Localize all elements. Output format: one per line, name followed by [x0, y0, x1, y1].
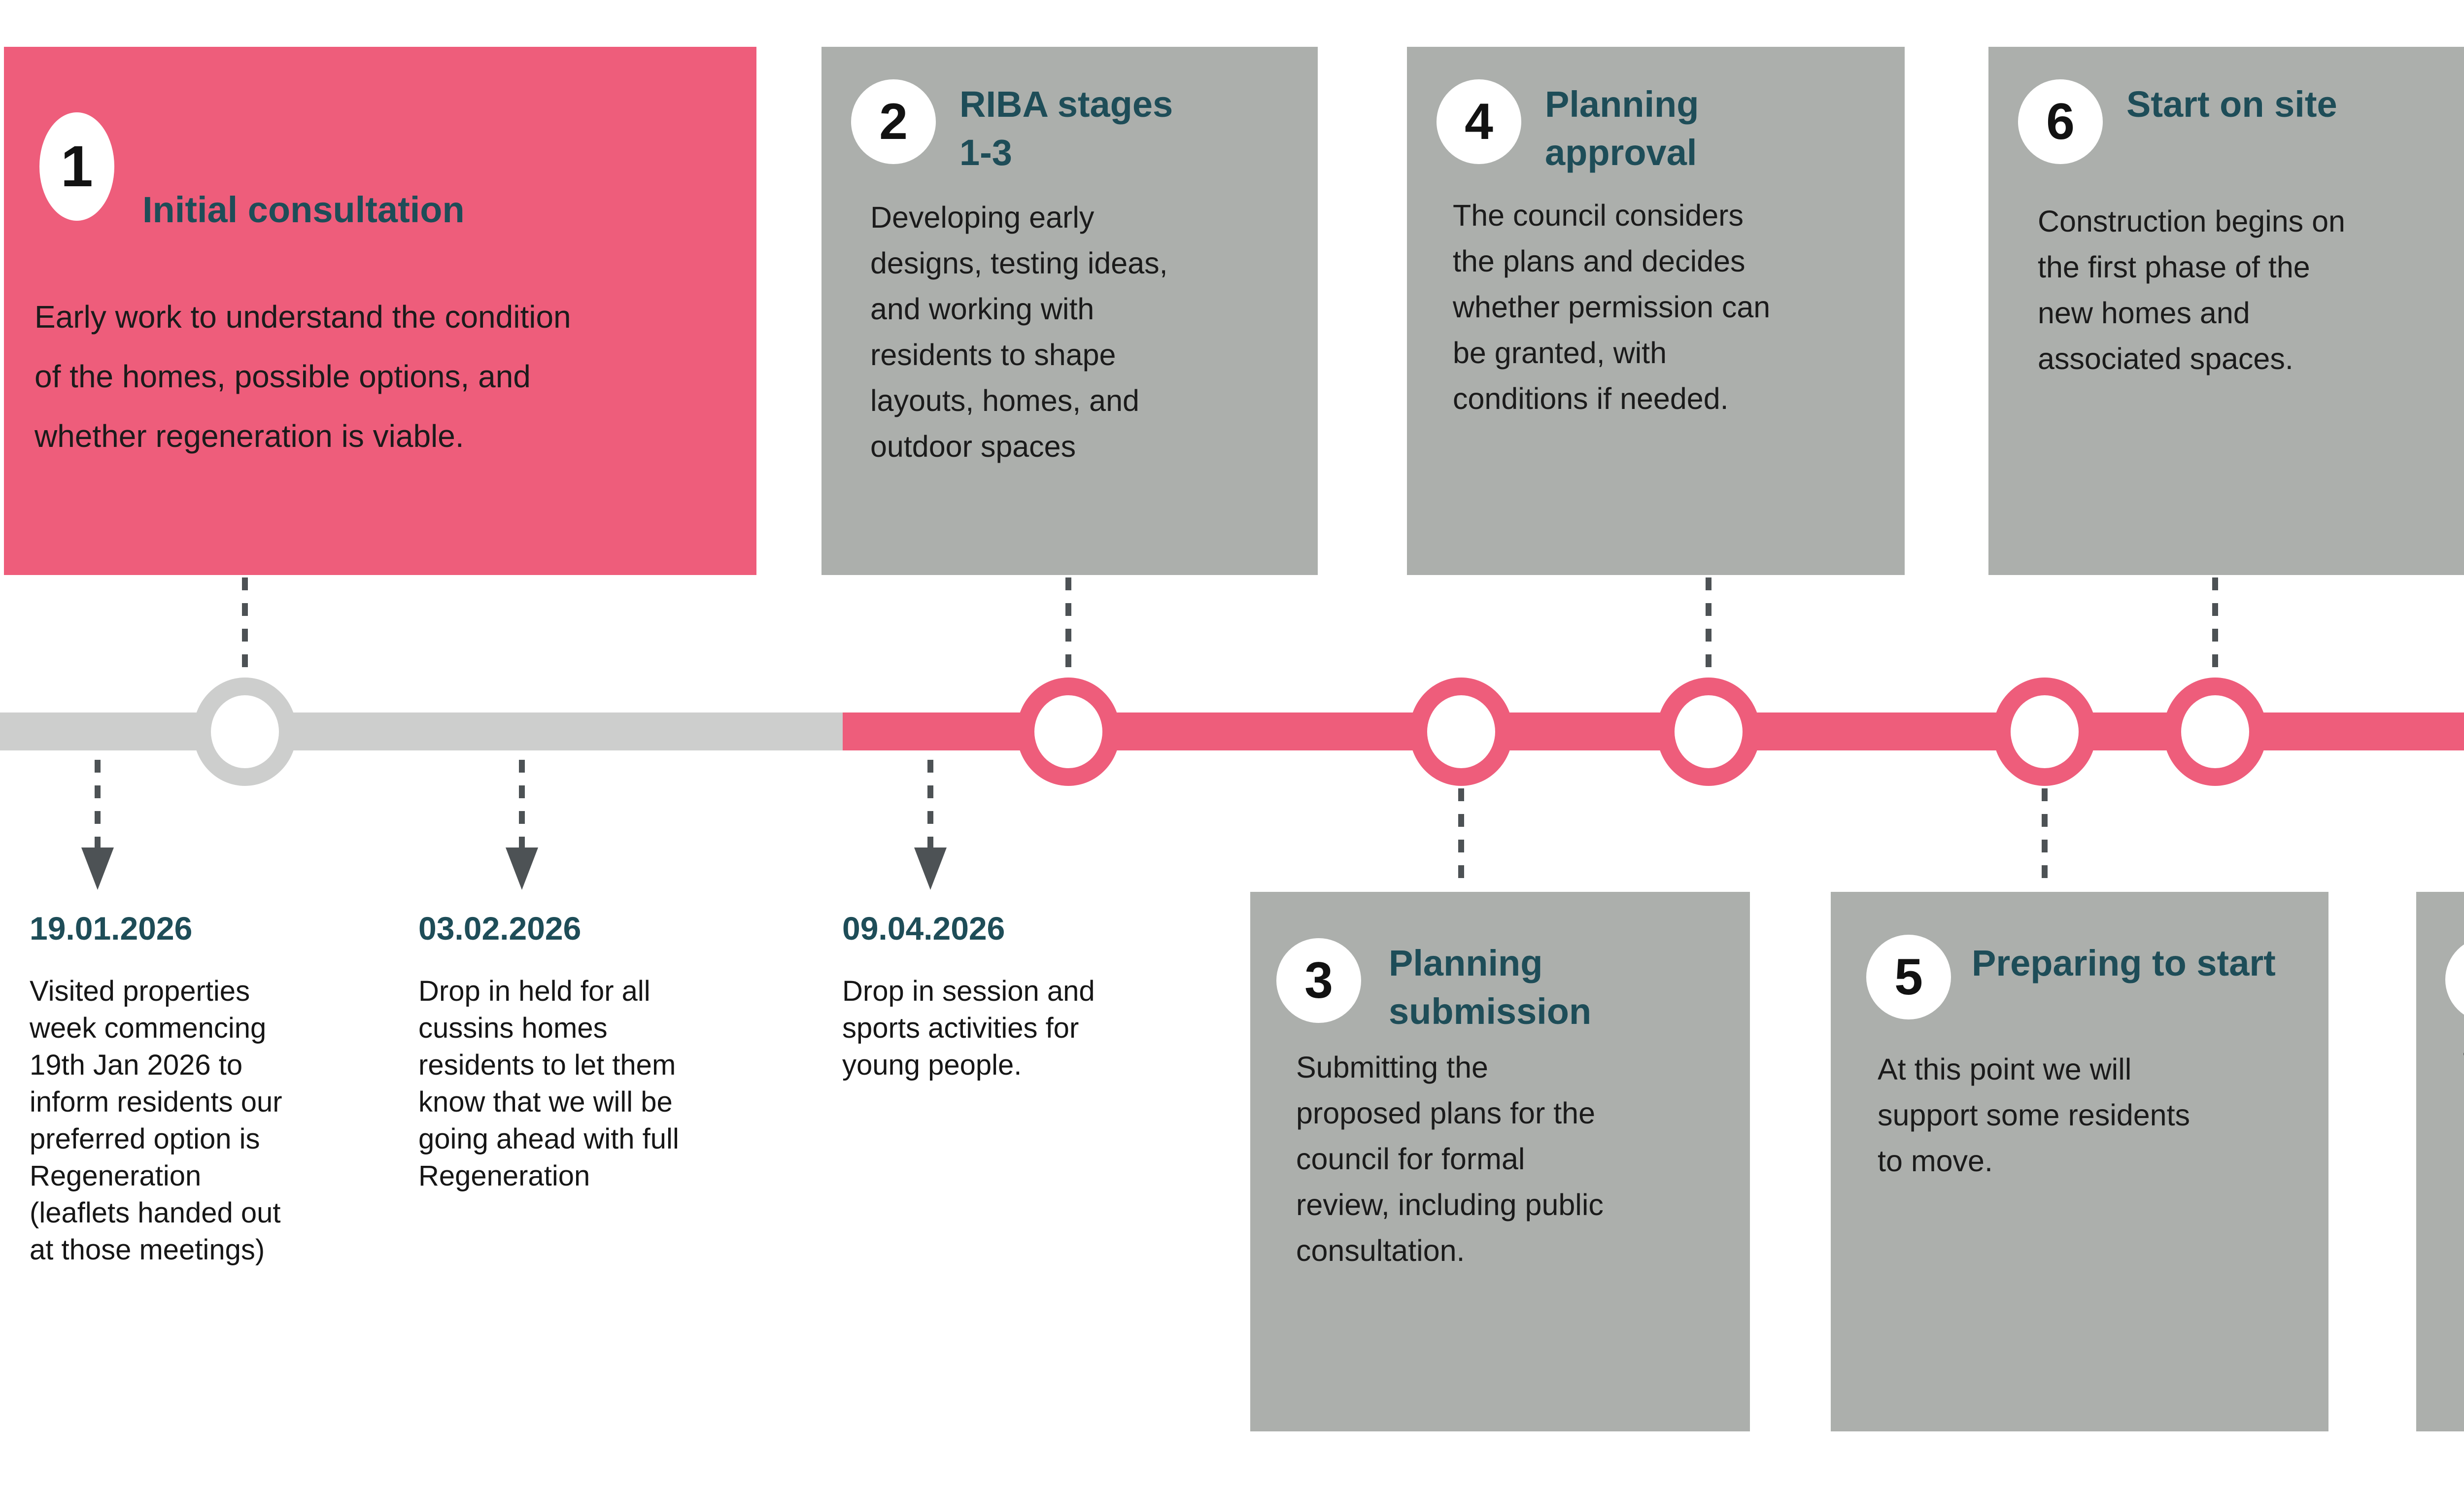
connector-node3-box3: [1458, 788, 1464, 889]
stage-number-badge-5: 5: [1866, 935, 1951, 1019]
stage-number-2: 2: [879, 93, 908, 150]
stage-box-4: 4 Planning approval The council consider…: [1407, 47, 1905, 575]
date-arrow-line-3: [927, 760, 933, 848]
timeline-bar-gray: [0, 712, 843, 750]
stage-box-1: 1 Initial consultation Early work to und…: [4, 47, 756, 575]
stage-title-6: Start on site: [2126, 84, 2337, 125]
date-arrow-head-2: [506, 848, 538, 890]
stage-box-7: 7 Practical completion The first phase o…: [2416, 892, 2464, 1431]
stage-title-5: Preparing to start: [1972, 943, 2276, 983]
stage-title-2: RIBA stages 1-3: [959, 84, 1173, 173]
connector-box2-node2: [1065, 577, 1071, 676]
stage-box-2: 2 RIBA stages 1-3 Developing early desig…: [821, 47, 1318, 575]
stage-number-6: 6: [2046, 93, 2075, 150]
stage-number-badge-2: 2: [851, 79, 936, 164]
timeline-node-2: [1017, 678, 1120, 786]
stage-number-3: 3: [1304, 951, 1333, 1009]
stage-number-badge-6: 6: [2018, 79, 2103, 164]
date-body-1: Visited properties week commencing 19th …: [30, 975, 282, 1266]
stage-number-badge-7: 7: [2445, 937, 2464, 1022]
timeline-node-5: [1993, 678, 2096, 786]
stage-box-3: 3 Planning submission Submitting the pro…: [1250, 892, 1750, 1431]
timeline-node-6: [2163, 678, 2267, 786]
date-heading-3: 09.04.2026: [842, 910, 1005, 947]
stage-box-5: 5 Preparing to start At this point we wi…: [1831, 892, 2328, 1431]
date-body-2: Drop in held for all cussins homes resid…: [418, 975, 679, 1192]
stage-body-6: Construction begins on the first phase o…: [2038, 204, 2345, 375]
stage-box-6: 6 Start on site Construction begins on t…: [1988, 47, 2464, 575]
connector-box6-node6: [2212, 577, 2218, 676]
connector-box4-node4: [1706, 577, 1711, 676]
stage-number-1: 1: [61, 134, 93, 199]
stage-body-7: The first phase of homes is finished and…: [2463, 1041, 2464, 1224]
connector-box1-node1: [242, 577, 248, 676]
connector-node5-box5: [2042, 788, 2048, 889]
stage-body-4: The council considers the plans and deci…: [1453, 199, 1771, 415]
date-arrow-line-1: [95, 760, 101, 848]
stage-body-5: At this point we will support some resid…: [1878, 1052, 2190, 1178]
date-arrow-head-3: [914, 848, 947, 890]
stage-number-badge-4: 4: [1437, 79, 1521, 164]
stage-body-3: Submitting the proposed plans for the co…: [1296, 1051, 1604, 1267]
date-column-1: 19.01.2026 Visited properties week comme…: [30, 910, 355, 1268]
date-arrow-head-1: [81, 848, 114, 890]
stage-number-badge-1: 1: [39, 112, 114, 221]
stage-title-3: Planning submission: [1389, 943, 1592, 1032]
stage-number-5: 5: [1894, 948, 1923, 1006]
stage-number-badge-3: 3: [1276, 938, 1361, 1023]
date-column-3: 09.04.2026 Drop in session and sports ac…: [842, 910, 1217, 1084]
stage-body-2: Developing early designs, testing ideas,…: [870, 201, 1168, 463]
date-column-2: 03.02.2026 Drop in held for all cussins …: [418, 910, 763, 1194]
date-heading-2: 03.02.2026: [418, 910, 582, 947]
date-body-3: Drop in session and sports activities fo…: [842, 975, 1095, 1081]
date-heading-1: 19.01.2026: [30, 910, 193, 947]
stage-title-1: Initial consultation: [142, 189, 465, 230]
timeline-node-4: [1657, 678, 1760, 786]
stage-title-4: Planning approval: [1545, 84, 1699, 173]
timeline-node-3: [1409, 678, 1513, 786]
stage-body-1: Early work to understand the condition o…: [34, 299, 571, 454]
date-arrow-line-2: [519, 760, 525, 848]
stage-number-4: 4: [1465, 93, 1493, 150]
timeline-node-1: [193, 678, 297, 786]
